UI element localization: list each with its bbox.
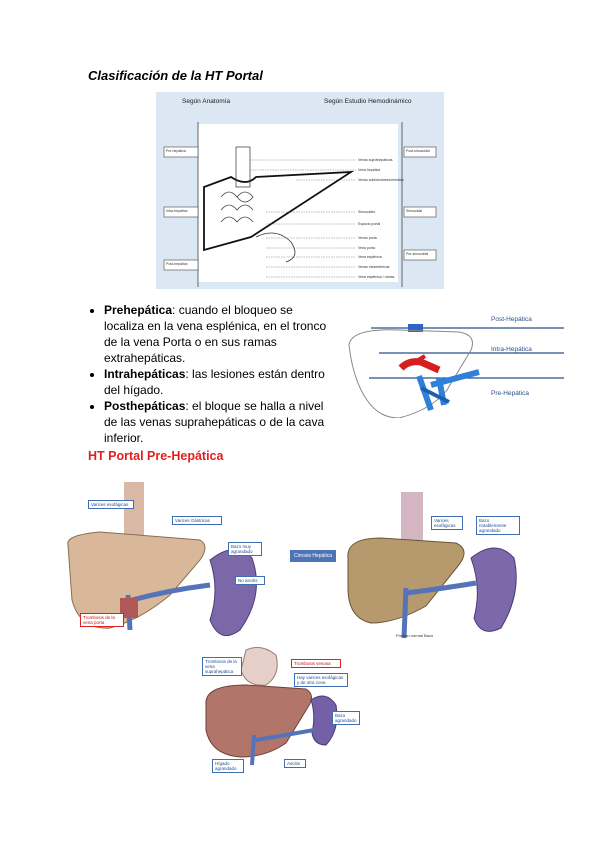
label-box-varices-esofagicas-r: Varices esofágicas	[431, 516, 463, 530]
list-item: Posthepáticas: el bloque se halla a nive…	[104, 398, 333, 446]
illustration-cirrhosis: Varices esofágicas Bazo notablemente agr…	[286, 488, 526, 656]
label-box-cirrosis: Cirrosis Hepática	[290, 550, 337, 562]
right-label-3: Pre-sinusoidal	[406, 252, 429, 256]
right-label-2: Sinusoidal	[406, 209, 423, 213]
left-label-2: Intra-hepática	[166, 209, 188, 213]
label-box-varices-esofagicas: Varices esofágicas	[88, 500, 134, 509]
enlarged-liver-illustration	[205, 646, 338, 766]
post-hepatic-label: Post-Hepática	[491, 316, 532, 323]
center-label-7: Vena porta	[358, 246, 375, 250]
cirrhotic-liver-illustration	[347, 492, 517, 639]
bullet-text: : las lesiones están dentro del hígado.	[104, 367, 325, 397]
page-title: Clasificación de la HT Portal	[88, 68, 263, 83]
center-label-4: Sinusoides	[358, 210, 376, 214]
center-label-6: Venas porta	[358, 236, 377, 240]
center-label-3: Venas sublobulares/centrales	[358, 178, 404, 182]
label-box-trombosis-venosa: Trombosis venosa	[291, 659, 341, 668]
label-box-no-ascitis: No ascitis	[235, 576, 265, 585]
bullet-term: Intrahepáticas	[104, 367, 186, 381]
intra-hepatic-label: Intra-Hepática	[491, 346, 532, 353]
center-label-5: Espacio portal	[358, 222, 381, 226]
label-box-varices-gastricas: Varices Gástricas	[172, 516, 222, 525]
bullet-text: : cuando el bloqueo se localiza en la ve…	[104, 303, 327, 365]
left-label-3: Post-hepática	[166, 262, 188, 266]
left-label-1: Pre-hepática	[166, 149, 186, 153]
pre-hepatic-label: Pre-Hepática	[491, 390, 529, 397]
label-box-bazo: Bazo muy agrandado	[228, 542, 262, 556]
section-subtitle: HT Portal Pre-Hepática	[88, 449, 224, 463]
list-item: Prehepática: cuando el bloqueo se locali…	[104, 302, 333, 366]
label-box-higado: Hígado agrandado	[212, 759, 244, 773]
classification-diagram	[163, 122, 437, 287]
label-box-trombosis-porta: Trombosis de la vena porta	[80, 613, 124, 627]
label-box-varices-otra-zona: Hay varices esofágicas y de otra zona	[294, 673, 348, 687]
center-label-1: Venas suprahepáticas	[358, 158, 393, 162]
bullet-term: Prehepática	[104, 303, 173, 317]
bullet-text: : el bloque se halla a nivel de las vena…	[104, 399, 325, 445]
classification-list: Prehepática: cuando el bloqueo se locali…	[88, 302, 333, 446]
illustration-portal-thrombosis: Varices esofágicas Varices Gástricas Baz…	[60, 480, 275, 655]
center-label-9: Venas mesentéricas	[358, 265, 390, 269]
hemodynamic-header: Según Estudio Hemodinámico	[324, 98, 412, 105]
illustration-suprahepatic-thrombosis: Trombosis de la vena suprahepática Tromb…	[186, 645, 360, 775]
anatomy-header: Según Anatomía	[182, 98, 231, 105]
liver-spleen-illustration	[67, 482, 257, 637]
label-box-bazo-b: Bazo agrandado	[332, 711, 360, 725]
label-box-trombosis-supra: Trombosis de la vena suprahepática	[202, 657, 242, 676]
center-label-10: Vena esplénica / ramas	[358, 275, 395, 279]
liver-level-diagram: Post-Hepática Intra-Hepática Pre-Hepátic…	[339, 310, 568, 419]
center-label-2: Vena hepática	[358, 168, 381, 172]
center-label-8: Vena esplénica	[358, 255, 382, 259]
label-presion-bazo: Presión normal Bazo	[396, 633, 434, 638]
list-item: Intrahepáticas: las lesiones están dentr…	[104, 366, 333, 398]
liver-outline	[348, 324, 564, 419]
label-box-bazo-r: Bazo notablemente agrandado	[476, 516, 520, 535]
right-label-1: Post-sinusoidal	[406, 149, 430, 153]
bullet-term: Posthepáticas	[104, 399, 186, 413]
label-box-ascitis: Ascitis	[284, 759, 306, 768]
classification-figure: Según Anatomía Según Estudio Hemodinámic…	[156, 92, 444, 289]
